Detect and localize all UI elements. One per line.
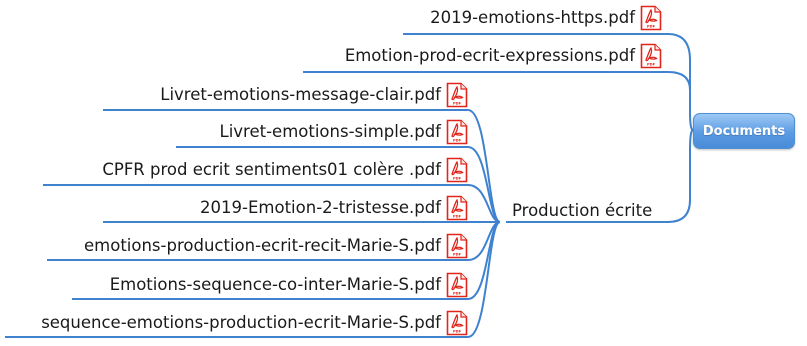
pdf-icon	[446, 82, 468, 108]
file-name: sequence-emotions-production-ecrit-Marie…	[41, 313, 441, 332]
file-node[interactable]: Livret-emotions-simple.pdf	[100, 117, 468, 147]
connector-line	[506, 129, 694, 223]
file-node[interactable]: Livret-emotions-message-clair.pdf	[100, 80, 468, 110]
pdf-icon	[446, 310, 468, 336]
branch-label: Production écrite	[512, 200, 653, 220]
file-node[interactable]: CPFR prod ecrit sentiments01 colère .pdf	[40, 155, 468, 185]
pdf-icon	[640, 5, 662, 31]
file-node[interactable]: Emotion-prod-ecrit-expressions.pdf	[300, 41, 662, 71]
file-node[interactable]: Emotions-sequence-co-inter-Marie-S.pdf	[40, 270, 468, 300]
file-node[interactable]: 2019-Emotion-2-tristesse.pdf	[100, 193, 468, 223]
connector-line	[43, 184, 501, 223]
file-node[interactable]: sequence-emotions-production-ecrit-Marie…	[2, 308, 468, 338]
pdf-icon	[640, 43, 662, 69]
pdf-icon	[446, 157, 468, 183]
pdf-icon	[446, 233, 468, 259]
file-name: 2019-emotions-https.pdf	[430, 8, 635, 27]
file-name: emotions-production-ecrit-recit-Marie-S.…	[84, 236, 441, 255]
file-name: CPFR prod ecrit sentiments01 colère .pdf	[102, 160, 441, 179]
file-name: Emotions-sequence-co-inter-Marie-S.pdf	[109, 275, 441, 294]
file-name: 2019-Emotion-2-tristesse.pdf	[200, 198, 441, 217]
pdf-icon	[446, 195, 468, 221]
connector-line	[303, 71, 691, 91]
file-name: Emotion-prod-ecrit-expressions.pdf	[344, 46, 635, 65]
connector-line	[5, 221, 501, 338]
pdf-icon	[446, 272, 468, 298]
pdf-icon	[446, 119, 468, 145]
file-node[interactable]: 2019-emotions-https.pdf	[400, 3, 662, 33]
production-ecrite-branch[interactable]: Production écrite	[512, 195, 652, 225]
connector-line	[176, 146, 501, 223]
file-name: Livret-emotions-message-clair.pdf	[160, 85, 441, 104]
root-label: Documents	[702, 123, 786, 139]
connector-line	[403, 33, 694, 131]
documents-root-node[interactable]: Documents	[693, 113, 795, 149]
file-node[interactable]: emotions-production-ecrit-recit-Marie-S.…	[20, 231, 468, 261]
file-name: Livret-emotions-simple.pdf	[219, 122, 441, 141]
